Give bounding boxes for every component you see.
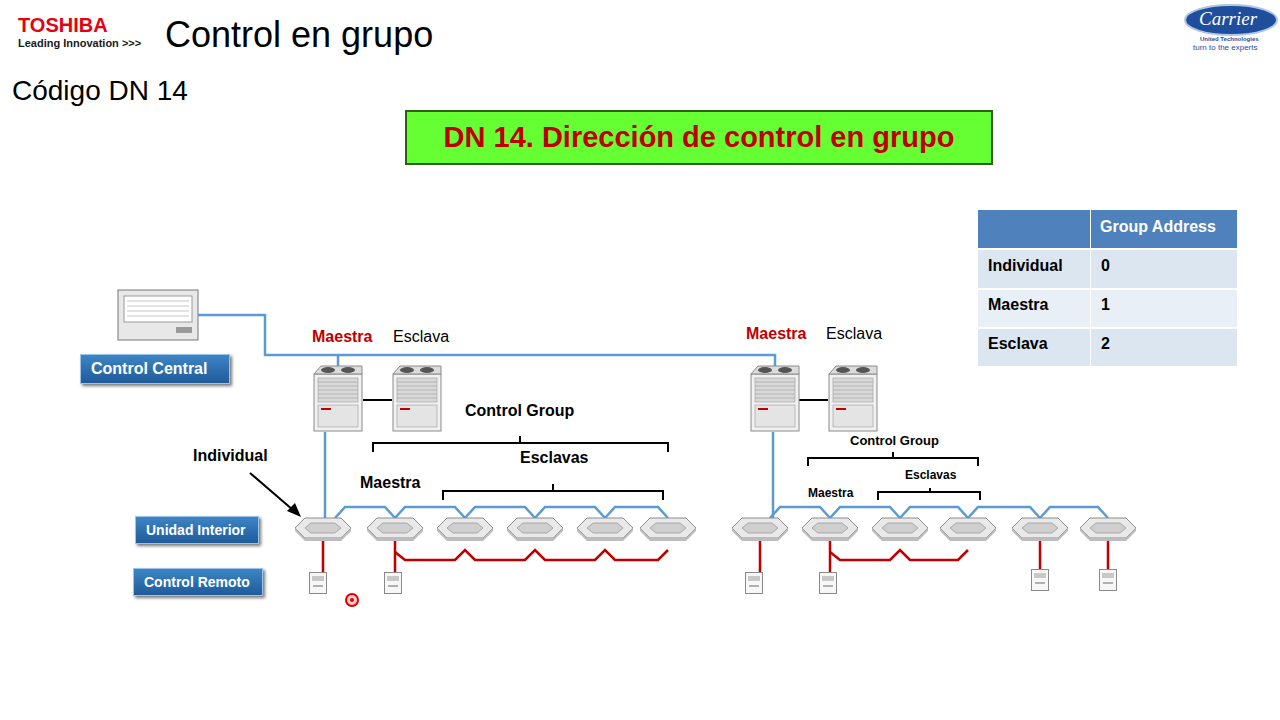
unit-role: Esclava [826, 325, 882, 343]
unit-role: Esclavas [520, 449, 589, 467]
heading-text: DN 14. Dirección de control en grupo [444, 121, 955, 154]
unit-role: Maestra [312, 328, 372, 346]
central-controller [118, 290, 198, 340]
leader-arrow [250, 473, 301, 517]
unit-role: Esclavas [905, 469, 956, 483]
carrier-logo [1185, 5, 1277, 35]
address-table [978, 210, 1237, 366]
table-cell: Esclava [988, 335, 1048, 353]
legend-text: Control Remoto [144, 574, 250, 590]
brand-slogan: turn to the experts [1193, 43, 1257, 52]
unit-role: Individual [193, 447, 268, 465]
legend-text: Control Central [91, 360, 207, 378]
table-cell: Maestra [988, 296, 1048, 314]
section-heading: Código DN 14 [12, 75, 188, 107]
pointer-dot [346, 594, 358, 606]
brand-logo: Carrier [1199, 8, 1257, 30]
table-cell: Individual [988, 257, 1063, 275]
unit-role: Maestra [746, 325, 806, 343]
unit-role: Esclava [393, 328, 449, 346]
table-cell: 2 [1101, 335, 1110, 353]
table-header: Group Address [1100, 218, 1216, 236]
group-label: Control Group [850, 434, 939, 449]
remote-wire [323, 540, 1108, 573]
indoor-unit [295, 518, 1136, 541]
remote-control [310, 570, 1117, 594]
page-title: Control en grupo [165, 14, 433, 55]
outdoor-unit [314, 366, 877, 431]
brand-logo: TOSHIBA [18, 14, 108, 37]
legend-text: Unidad Interior [146, 522, 246, 538]
unit-role: Maestra [808, 487, 853, 501]
heading-box: DN 14. Dirección de control en grupo [405, 110, 993, 165]
brand-note: United Technologies [1200, 36, 1259, 43]
unit-role: Maestra [360, 474, 420, 492]
brand-slogan: Leading Innovation >>> [18, 37, 141, 50]
control-wire [198, 315, 1108, 520]
group-label: Control Group [465, 402, 574, 420]
table-cell: 1 [1101, 296, 1110, 314]
legend-box: Control Central [80, 354, 230, 384]
legend-box: Control Remoto [133, 568, 263, 596]
legend-box: Unidad Interior [135, 516, 259, 544]
table-cell: 0 [1101, 257, 1110, 275]
